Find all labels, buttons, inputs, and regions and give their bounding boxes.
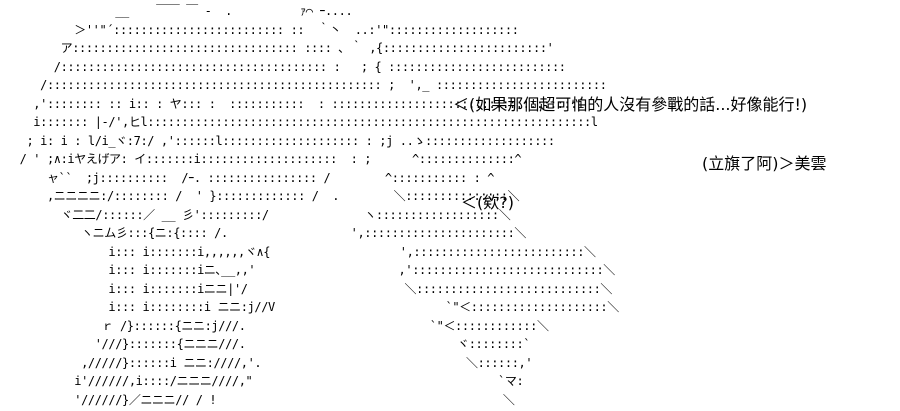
ascii-art-figures: __ ￣￣ ￣ - . ｧ⌒ ｰ.... ＞''"´::::::::::::::… [6,2,620,407]
ascii-art-text: __ ￣￣ ￣ - . ｧ⌒ ｰ.... ＞''"´::::::::::::::… [19,4,620,407]
dialogue-line-3: ＜(欸?) [461,193,514,212]
dialogue-line-2: (立旗了阿)＞美雲 [702,154,827,173]
dialogue-line-1: ＜(如果那個超可怕的人沒有參戰的話...好像能行!) [453,95,808,114]
